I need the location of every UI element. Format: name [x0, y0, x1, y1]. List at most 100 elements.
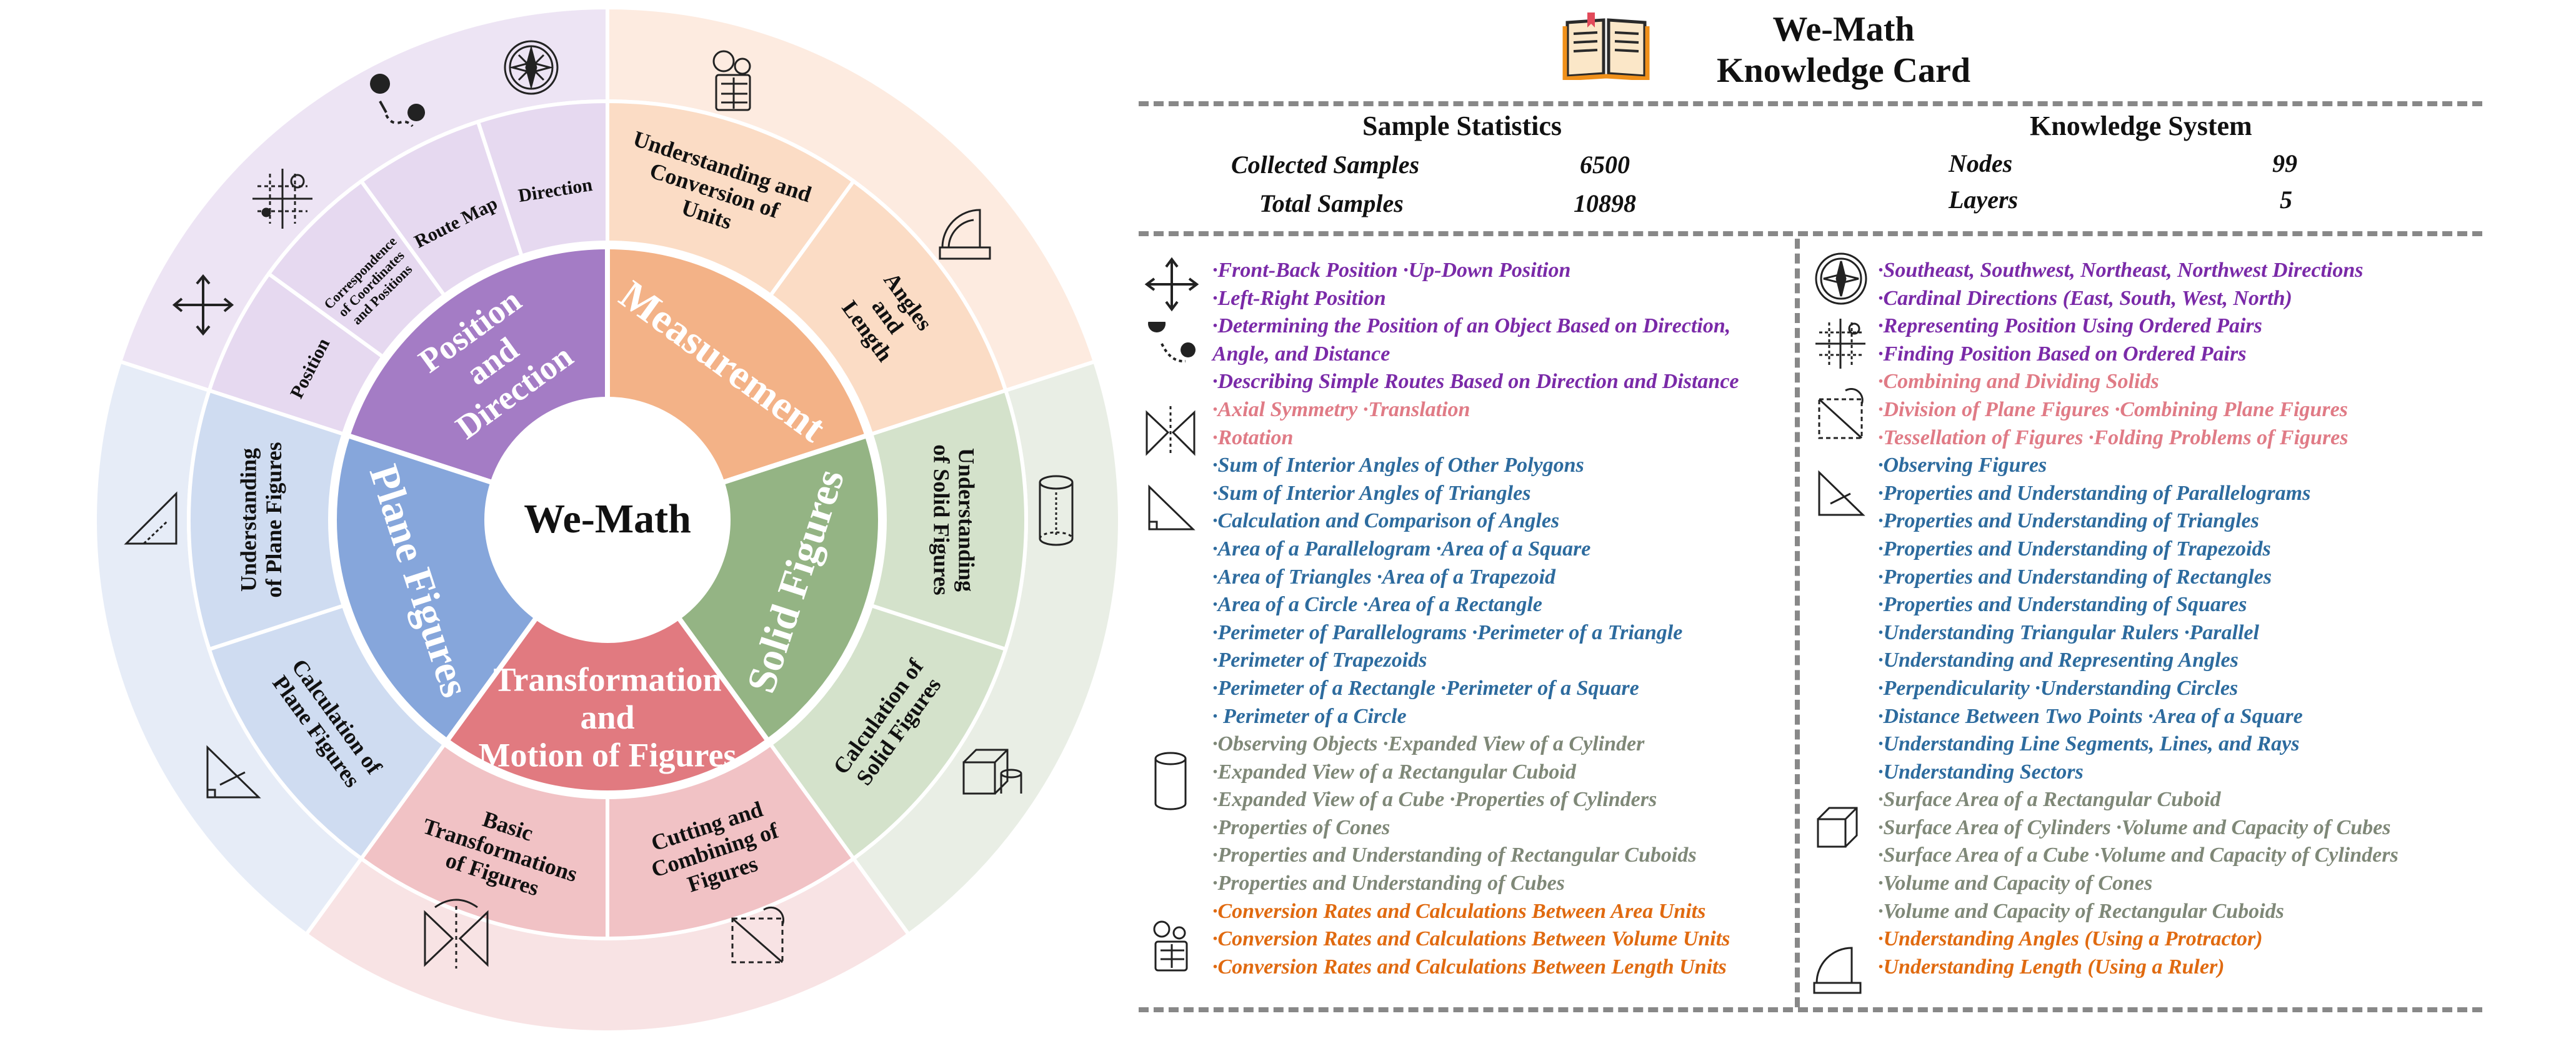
knowledge-item: ·Area of Triangles ·Area of a Trapezoid: [1212, 565, 1556, 589]
subcategory-label: of Plane Figures: [261, 442, 286, 597]
knowledge-item: ·Properties and Understanding of Trapezo…: [1878, 537, 2271, 560]
cylinder-icon: [1039, 475, 1074, 546]
knowledge-item: ·Surface Area of a Cube ·Volume and Capa…: [1878, 844, 2399, 867]
knowledge-item: ·Representing Position Using Ordered Pai…: [1878, 314, 2262, 338]
knowledge-item: · Perimeter of a Circle: [1212, 704, 1407, 728]
knowledge-item: ·Southeast, Southwest, Northeast, Northw…: [1878, 259, 2364, 282]
knowledge-item: ·Understanding Line Segments, Lines, and…: [1878, 732, 2300, 756]
right-knowledge-list: ·Southeast, Southwest, Northeast, Northw…: [1878, 257, 2399, 981]
knowledge-item: ·Properties and Understanding of Squares: [1878, 593, 2247, 617]
coordinate-grid-icon: [252, 169, 312, 229]
knowledge-item: ·Expanded View of a Rectangular Cuboid: [1212, 760, 1576, 784]
knowledge-item: ·Observing Objects ·Expanded View of a C…: [1212, 732, 1645, 756]
route-pin-icon: [1148, 322, 1196, 363]
coordinate-grid-icon: [1815, 319, 1865, 369]
stat-value: 10898: [1574, 189, 1636, 217]
stat-value: 5: [2280, 186, 2292, 214]
divider-top: [1139, 101, 2482, 106]
knowledge-item: ·Sum of Interior Angles of Other Polygon…: [1212, 454, 1584, 477]
knowledge-item: ·Observing Figures: [1878, 454, 2047, 477]
divider-bottom: [1139, 1007, 2482, 1012]
calculator-icon: [1153, 920, 1188, 972]
knowledge-item: ·Area of a Parallelogram ·Area of a Squa…: [1212, 537, 1591, 560]
knowledge-item: ·Rotation: [1212, 426, 1294, 449]
knowledge-item: ·Understanding Angles (Using a Protracto…: [1878, 927, 2263, 951]
knowledge-item: ·Perimeter of a Rectangle ·Perimeter of …: [1212, 676, 1639, 700]
knowledge-item: ·Describing Simple Routes Based on Direc…: [1212, 370, 1739, 394]
knowledge-item: ·Perimeter of Trapezoids: [1212, 649, 1427, 672]
category-label: Transformation: [494, 660, 722, 698]
knowledge-item: ·Expanded View of a Cube ·Properties of …: [1212, 788, 1657, 812]
category-label: Motion of Figures: [479, 736, 737, 774]
knowledge-system-heading: Knowledge System: [2030, 111, 2252, 141]
divider-middle: [1139, 231, 2482, 236]
knowledge-card: We-Math Knowledge Card Sample Statistics…: [1125, 0, 2482, 1046]
knowledge-item: ·Properties and Understanding of Rectang…: [1878, 565, 2272, 589]
protractor-icon: [1813, 947, 1862, 994]
wheel-center-label: We-Math: [524, 496, 691, 542]
knowledge-item: ·Distance Between Two Points ·Area of a …: [1878, 704, 2303, 728]
right-triangle-icon: [124, 491, 177, 545]
knowledge-item: ·Area of a Circle ·Area of a Rectangle: [1212, 593, 1542, 617]
triangle-icon: [1818, 470, 1865, 516]
knowledge-item: ·Axial Symmetry ·Translation: [1212, 397, 1470, 421]
knowledge-item: ·Understanding Sectors: [1878, 760, 2084, 784]
subcategory-label: of Solid Figures: [929, 444, 954, 595]
knowledge-item: ·Understanding and Representing Angles: [1878, 649, 2239, 672]
calculator-icon: [712, 50, 751, 111]
stat-label: Layers: [1949, 186, 2019, 214]
four-arrows-icon: [172, 274, 234, 336]
knowledge-item: ·Conversion Rates and Calculations Betwe…: [1212, 955, 1727, 979]
open-book-icon: [1562, 12, 1650, 80]
four-arrows-icon: [1144, 257, 1199, 312]
subcategory-label: Understanding: [954, 448, 979, 592]
stat-label: Nodes: [1949, 149, 2013, 177]
card-title-line2: Knowledge Card: [1717, 51, 1970, 90]
divider-vertical: [1795, 239, 1800, 1007]
subcategory-label: Understanding: [236, 448, 261, 592]
knowledge-item: ·Understanding Triangular Rulers ·Parall…: [1878, 620, 2259, 644]
knowledge-item: ·Properties and Understanding of Triangl…: [1878, 509, 2259, 533]
knowledge-item: ·Conversion Rates and Calculations Betwe…: [1212, 927, 1730, 951]
knowledge-item: ·Division of Plane Figures ·Combining Pl…: [1878, 397, 2348, 421]
fold-icon: [731, 906, 785, 964]
knowledge-item: ·Combining and Dividing Solids: [1878, 370, 2159, 394]
knowledge-item: ·Surface Area of Cylinders ·Volume and C…: [1878, 815, 2391, 839]
stat-value: 99: [2272, 149, 2297, 177]
knowledge-item: ·Properties and Understanding of Cubes: [1212, 872, 1565, 895]
knowledge-item: ·Calculation and Comparison of Angles: [1212, 509, 1560, 533]
knowledge-item: Angle, and Distance: [1212, 342, 1390, 366]
knowledge-item: ·Understanding Length (Using a Ruler): [1878, 955, 2225, 979]
category-ring-border: [328, 241, 887, 799]
fold-icon: [1818, 387, 1864, 439]
knowledge-item: ·Properties of Cones: [1212, 815, 1390, 839]
route-pin-icon: [370, 74, 426, 127]
knowledge-item: ·Left-Right Position: [1212, 286, 1386, 310]
symmetry-icon: [424, 899, 489, 969]
knowledge-item: ·Volume and Capacity of Rectangular Cubo…: [1878, 899, 2284, 923]
cube-icon: [962, 749, 1022, 795]
compass-icon: [504, 40, 559, 95]
sample-statistics-heading: Sample Statistics: [1362, 111, 1562, 141]
compass-icon: [1815, 252, 1867, 305]
knowledge-item: ·Properties and Understanding of Rectang…: [1212, 844, 1697, 867]
cube-icon: [1817, 807, 1858, 848]
stat-label: Total Samples: [1259, 189, 1404, 217]
stat-label: Collected Samples: [1231, 151, 1420, 179]
knowledge-item: ·Finding Position Based on Ordered Pairs: [1878, 342, 2247, 366]
knowledge-item: ·Perimeter of Parallelograms ·Perimeter …: [1212, 620, 1683, 644]
cylinder-icon: [1154, 752, 1187, 810]
knowledge-item: ·Front-Back Position ·Up-Down Position: [1212, 259, 1571, 282]
knowledge-item: ·Perpendicularity ·Understanding Circles: [1878, 676, 2239, 700]
wheel-center-disc: [484, 397, 731, 643]
right-triangle-icon: [1148, 484, 1196, 530]
knowledge-item: ·Volume and Capacity of Cones: [1878, 872, 2153, 895]
category-label: and: [580, 699, 634, 736]
knowledge-item: ·Determining the Position of an Object B…: [1212, 314, 1731, 338]
knowledge-item: ·Tessellation of Figures ·Folding Proble…: [1878, 426, 2349, 449]
card-title-line1: We-Math: [1772, 10, 1915, 49]
